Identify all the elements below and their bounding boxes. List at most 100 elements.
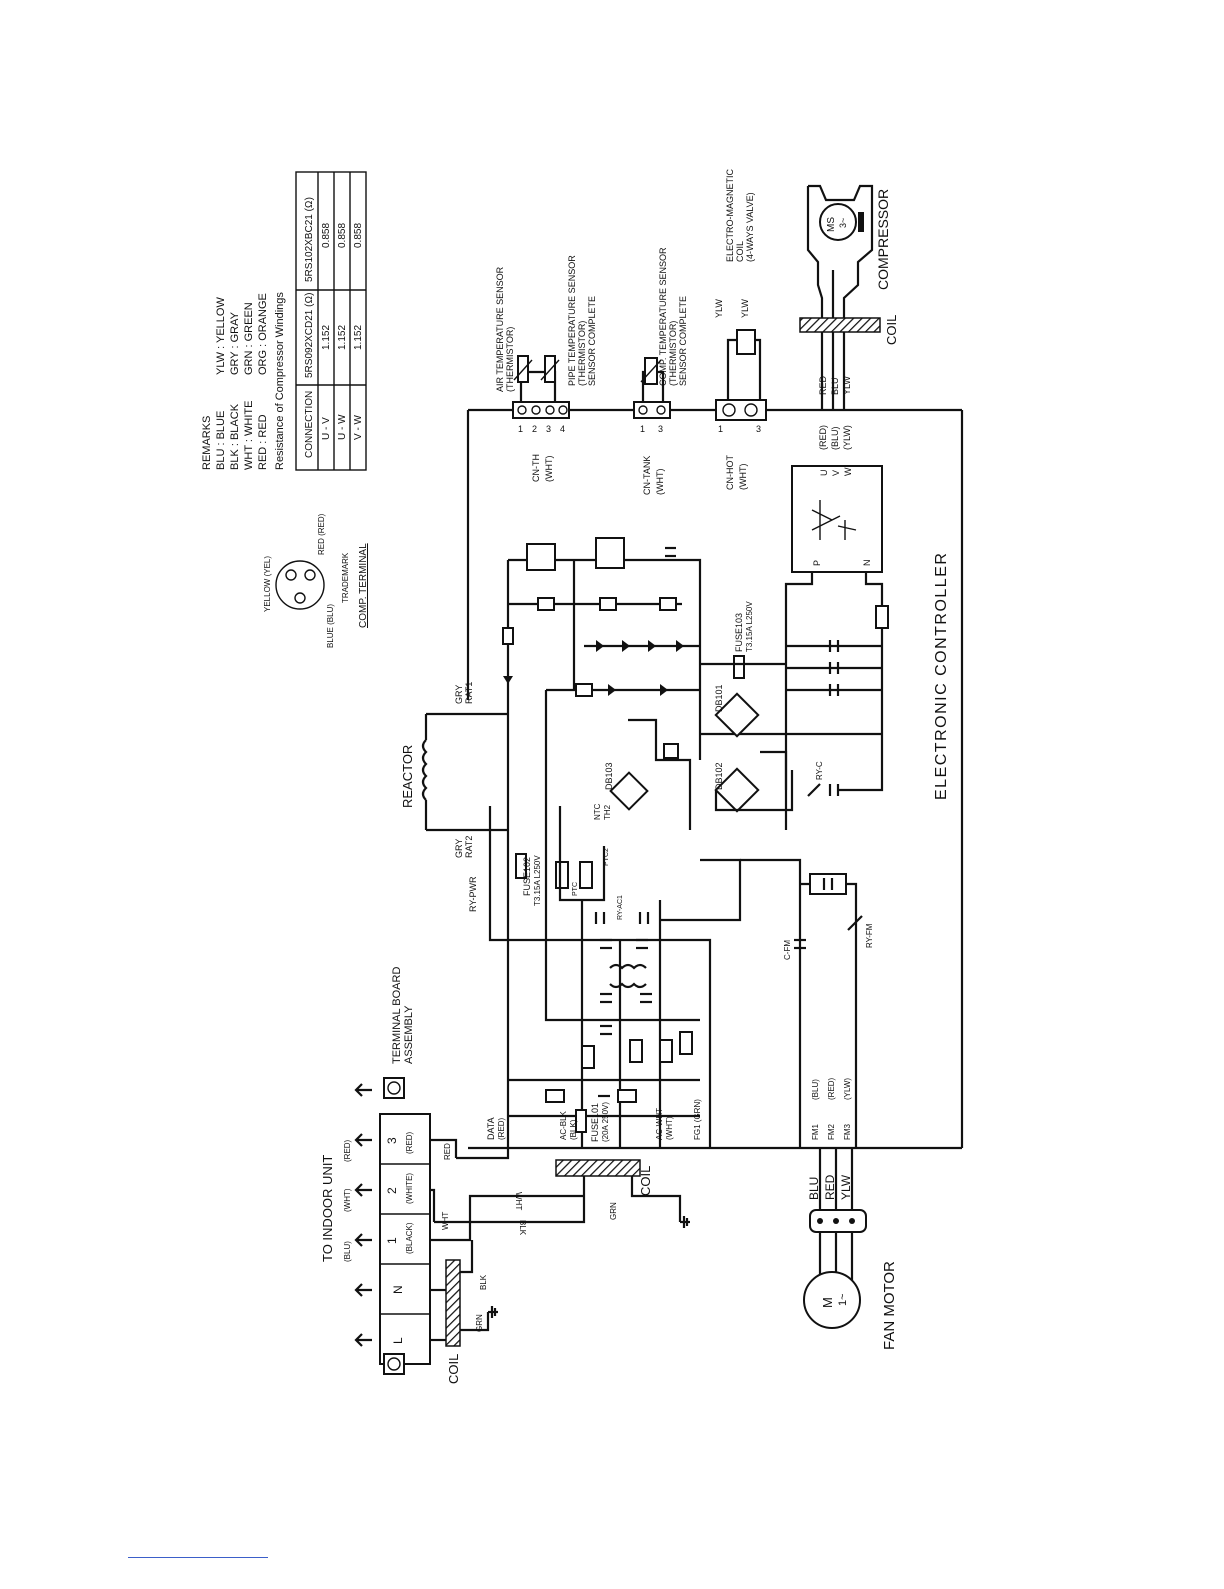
terminal-board-title2: ASSEMBLY: [403, 1005, 415, 1064]
cn-th-sub: (WHT): [544, 456, 554, 483]
inverter-v: V: [831, 470, 841, 476]
pipe-sensor-sub: (THERMISTOR): [577, 321, 587, 386]
rat1-label: RAT1: [464, 682, 474, 704]
table-header-connection: CONNECTION: [304, 391, 315, 458]
fan-motor-m: M: [820, 1297, 835, 1308]
table-row-2-conn: U - W: [337, 414, 348, 440]
ac-wht-label: AC-WHT: [655, 1108, 664, 1140]
comp-sensor-sub: (THERMISTOR): [668, 321, 678, 386]
table-row-2-a: 1.152: [337, 325, 348, 350]
resistance-table: CONNECTION 5RS092XCD21 (Ω) 5RS102XBC21 (…: [295, 171, 367, 471]
valve-ylw-2: YLW: [740, 299, 750, 318]
compressor-col-blu: (BLU): [830, 426, 840, 450]
fuse102-label: FUSE102: [522, 857, 532, 896]
remarks-line-7: GRN : GREEN: [243, 302, 255, 375]
cn-tank-pin-1: 1: [640, 424, 645, 434]
compressor-coil: [799, 317, 881, 333]
th2-label: TH2: [603, 804, 612, 820]
table-row-3-a: 1.152: [353, 325, 364, 350]
valve-sub2: (4-WAYS VALVE): [745, 192, 755, 262]
terminal-board: L N 1 2 3 (BLACK) (WHITE) (RED) TO INDOO…: [320, 967, 690, 1384]
valve-sub: COIL: [735, 241, 745, 262]
to-indoor-label: TO INDOOR UNIT: [320, 1155, 335, 1262]
reactor-coil: [421, 739, 428, 801]
comp-terminal: YELLOW (YEL) RED (RED) BLUE (BLU) TRADEM…: [263, 513, 369, 648]
fuse102: [515, 853, 527, 879]
compressor-wire-red: RED: [818, 375, 828, 395]
optocoupler-1: [526, 543, 556, 571]
cn-th-pin-2: 2: [532, 424, 537, 434]
cn-tank-sub: (WHT): [655, 469, 665, 496]
ry-pwr-label: RY-PWR: [468, 876, 478, 912]
db103-bridge: [609, 771, 649, 811]
cn-hot-pin-3: 3: [756, 424, 761, 434]
top-color-3: (RED): [343, 1139, 352, 1162]
compressor-coil-label: COIL: [884, 315, 899, 345]
fm1-color: (BLU): [811, 1079, 820, 1100]
db102-bridge: [714, 767, 760, 813]
resistance-title: Resistance of Compressor Windings: [274, 292, 286, 470]
db101-label: DB101: [714, 684, 724, 712]
fm2-label: FM2: [827, 1123, 836, 1140]
wire-grn-1: GRN: [609, 1202, 618, 1220]
db102-label: DB102: [714, 762, 724, 790]
cn-th-connector: [512, 401, 570, 419]
sensors: AIR TEMPERATURE SENSOR (THERMISTOR) PIPE…: [495, 168, 762, 410]
fan-motor-symbol: [803, 1271, 861, 1329]
compressor-motor-symbol: [819, 203, 857, 241]
fan-capacitor-block: [809, 873, 847, 895]
terminal-3-color: (RED): [405, 1131, 414, 1154]
cn-tank-pin-3: 3: [658, 424, 663, 434]
remarks-line-6: GRY : GRAY: [229, 311, 241, 375]
comp-terminal-yellow: YELLOW (YEL): [263, 556, 272, 612]
comp-terminal-trademark: TRADEMARK: [341, 552, 350, 603]
table-row-1-conn: U - V: [321, 417, 332, 440]
comp-terminal-title: COMP. TERMINAL: [358, 543, 369, 628]
fm1-label: FM1: [811, 1123, 820, 1140]
comp-sensor-label: COMP. TEMPERATURE SENSOR: [658, 247, 668, 386]
remarks-line-1: BLU : BLUE: [215, 411, 227, 470]
input-coil-label: COIL: [446, 1354, 461, 1384]
air-sensor-label: AIR TEMPERATURE SENSOR: [495, 266, 505, 392]
cn-th-label: CN-TH: [531, 454, 541, 482]
inverter-u: U: [819, 470, 829, 477]
air-sensor-sub: (THERMISTOR): [505, 327, 515, 392]
wire-wht-2: WHT: [514, 1192, 523, 1210]
ry-fm-label: RY-FM: [865, 923, 874, 948]
comp-terminal-blue: BLUE (BLU): [326, 604, 335, 648]
inverter-module: U V W P N: [784, 465, 889, 830]
ry-ac1-label: RY-AC1: [617, 895, 624, 920]
top-color-2: (WHT): [343, 1188, 352, 1212]
remarks-line-2: BLK : BLACK: [229, 403, 241, 470]
table-header-model-a: 5RS092XCD21 (Ω): [304, 293, 315, 379]
ptc2-label: PTC2: [603, 848, 610, 866]
compressor-ms-sub: 3~: [838, 218, 848, 228]
table-row-1-b: 0.858: [321, 223, 332, 248]
fuse102-rating: T3.15A L250V: [533, 855, 542, 906]
inverter-w: W: [843, 467, 853, 476]
noise-filter-coil: [555, 1159, 641, 1177]
wire-grn-2: GRN: [475, 1314, 484, 1332]
table-row-3-conn: V - W: [353, 414, 364, 440]
gry2-label: GRY: [454, 839, 464, 858]
table-header-model-b: 5RS102XBC21 (Ω): [304, 197, 315, 282]
fuse101-label: FUSE101: [590, 1103, 600, 1142]
pipe-sensor-label: PIPE TEMPERATURE SENSOR: [567, 255, 577, 386]
ground-earth-symbol: [383, 1353, 405, 1375]
inverter-n: N: [862, 560, 872, 567]
remarks-line-4: RED : RED: [257, 414, 269, 470]
rat2-label: RAT2: [464, 836, 474, 858]
optocoupler-2: [595, 537, 625, 569]
fuse103: [733, 655, 745, 679]
remarks-line-8: ORG : ORANGE: [257, 293, 269, 375]
terminal-board-title: TERMINAL BOARD: [391, 967, 403, 1064]
table-row-2-b: 0.858: [337, 223, 348, 248]
fm3-label: FM3: [843, 1123, 852, 1140]
fuse101: [575, 1109, 587, 1133]
ac-blk-color: (BLK): [569, 1119, 578, 1140]
controller-board: ELECTRONIC CONTROLLER FUSE103 T3.15A L25…: [400, 410, 964, 1224]
filter-coil-label: COIL: [638, 1166, 653, 1196]
terminal-1: 1: [385, 1237, 399, 1244]
terminal-1-color: (BLACK): [405, 1222, 414, 1254]
